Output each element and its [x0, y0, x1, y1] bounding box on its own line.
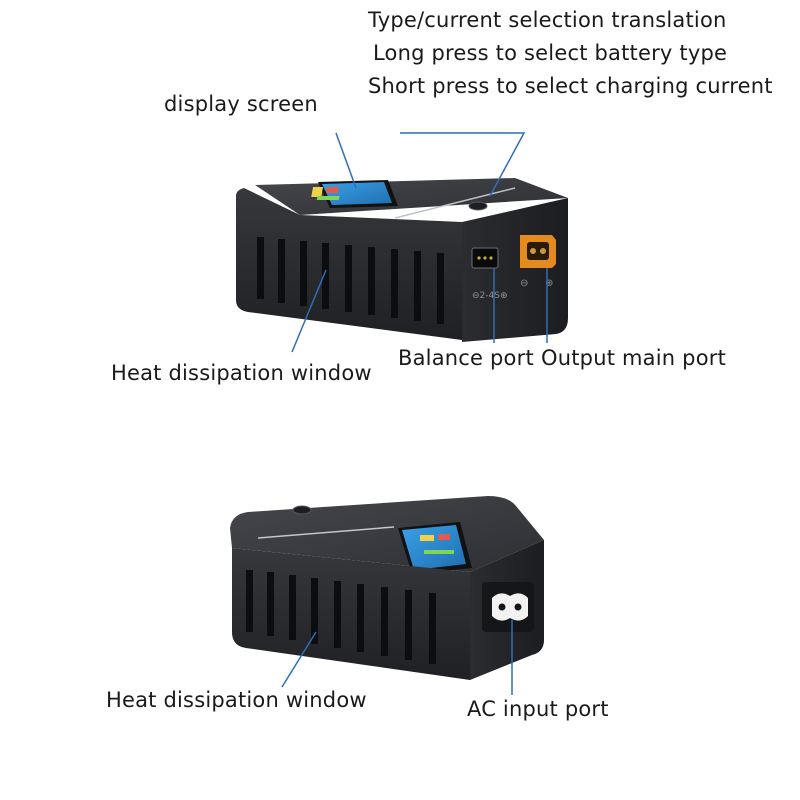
- top-device-screen: [311, 180, 398, 208]
- svg-text:⊕: ⊕: [545, 278, 553, 289]
- bottom-device-screen: [398, 522, 472, 574]
- display-screen-label: display screen: [164, 92, 318, 116]
- balance-port-label: Balance port: [398, 346, 534, 370]
- bottom-heat-window-label: Heat dissipation window: [106, 688, 367, 712]
- long-press-label: Long press to select battery type: [373, 41, 728, 65]
- bottom-device-select-button[interactable]: [292, 505, 312, 515]
- bottom-charger-device: [230, 496, 544, 695]
- top-device-trim-line: [394, 187, 516, 219]
- ac-input-port-label: AC input port: [467, 697, 609, 721]
- svg-text:⊖2-4S⊕: ⊖2-4S⊕: [472, 291, 508, 301]
- balance-port: ⊖2-4S⊕: [471, 247, 508, 301]
- ac-input-port: [482, 582, 534, 632]
- top-device-vents: [257, 237, 444, 324]
- bottom-device-vents: [246, 570, 436, 664]
- output-main-port-label: Output main port: [541, 346, 727, 370]
- svg-text:⊖: ⊖: [520, 278, 528, 289]
- top-device-port-face: [462, 198, 568, 342]
- short-press-label: Short press to select charging current: [368, 74, 773, 98]
- bottom-device-trim-line: [257, 526, 395, 539]
- top-heat-window-label: Heat dissipation window: [111, 361, 372, 385]
- bottom-callout-lines: [281, 620, 513, 695]
- top-callout-lines: [291, 132, 548, 353]
- top-device-select-button[interactable]: [468, 201, 488, 211]
- type-selection-title-label: Type/current selection translation: [368, 8, 727, 32]
- top-charger-device: ⊖2-4S⊕ ⊖ ⊕: [236, 132, 568, 353]
- xt60-output-port: ⊖ ⊕: [520, 235, 556, 289]
